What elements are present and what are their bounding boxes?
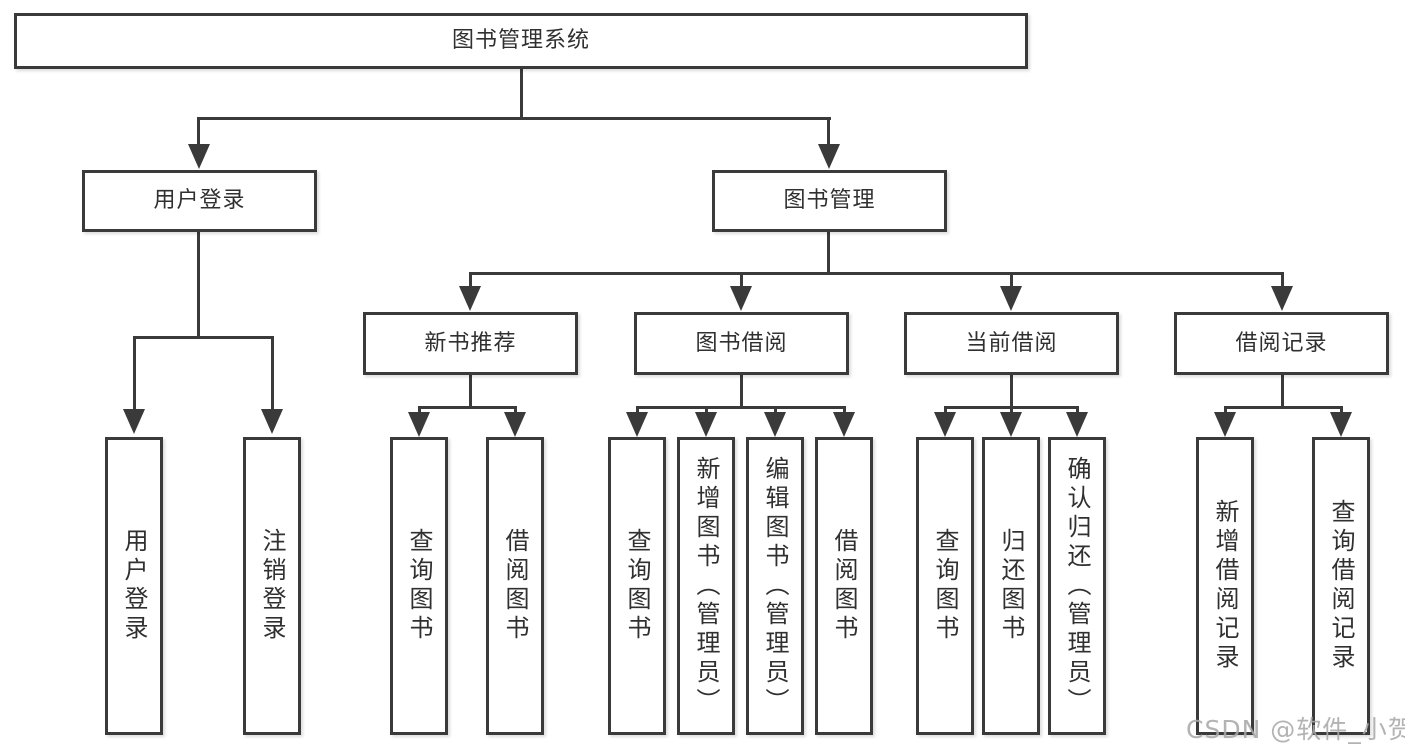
arrow-down-icon — [123, 409, 145, 434]
connector — [636, 406, 639, 416]
node-current-borrowing: 当前借阅 — [904, 312, 1119, 375]
arrow-down-icon — [1066, 412, 1088, 437]
node-user-login: 用户登录 — [82, 170, 317, 232]
leaf-confirm-return-admin-label: 确认归还（管理员） — [1063, 455, 1091, 717]
connector — [271, 336, 274, 412]
arrow-down-icon — [1271, 286, 1293, 311]
node-book-borrowing-label: 图书借阅 — [695, 330, 788, 356]
arrow-down-icon — [695, 412, 717, 437]
node-root: 图书管理系统 — [14, 13, 1028, 69]
node-user-login-label: 用户登录 — [153, 188, 246, 213]
connector — [1076, 406, 1079, 416]
leaf-edit-book-admin-label: 编辑图书（管理员） — [761, 455, 789, 717]
connector — [418, 406, 517, 409]
leaf-user-login-label: 用户登录 — [120, 528, 148, 644]
leaf-query-borrow-record: 查询借阅记录 — [1312, 437, 1370, 735]
leaf-return-books-label: 归还图书 — [997, 528, 1025, 644]
arrow-down-icon — [1330, 412, 1352, 437]
leaf-query-borrow-record-label: 查询借阅记录 — [1327, 499, 1355, 673]
node-new-book-recommend-label: 新书推荐 — [424, 330, 517, 356]
leaf-borrow-books-label: 借阅图书 — [830, 528, 858, 644]
connector — [1010, 374, 1013, 409]
leaf-confirm-return-admin: 确认归还（管理员） — [1048, 437, 1106, 735]
arrow-down-icon — [504, 412, 526, 437]
connector — [1281, 374, 1284, 409]
connector — [133, 336, 274, 339]
arrow-down-icon — [188, 144, 210, 169]
leaf-borrow-books: 借阅图书 — [815, 437, 873, 735]
node-borrowing-records-label: 借阅记录 — [1235, 330, 1328, 356]
leaf-add-book-admin: 新增图书（管理员） — [677, 437, 735, 735]
connector — [520, 69, 523, 120]
arrow-down-icon — [459, 286, 481, 311]
connector — [197, 117, 200, 147]
leaf-borrow-books-recommend: 借阅图书 — [486, 437, 544, 735]
leaf-query-books-current-label: 查询图书 — [931, 528, 959, 644]
connector — [469, 272, 472, 289]
node-borrowing-records: 借阅记录 — [1174, 312, 1389, 375]
arrow-down-icon — [934, 412, 956, 437]
connector — [636, 406, 846, 409]
leaf-query-books-borrowing-label: 查询图书 — [623, 528, 651, 644]
arrow-down-icon — [730, 286, 752, 311]
arrow-down-icon — [764, 412, 786, 437]
node-book-management: 图书管理 — [712, 170, 947, 232]
connector — [740, 374, 743, 409]
leaf-logout-label: 注销登录 — [258, 528, 286, 644]
connector — [1010, 406, 1013, 416]
leaf-user-login: 用户登录 — [105, 437, 163, 735]
connector — [944, 406, 947, 416]
connector — [843, 406, 846, 416]
connector — [1224, 406, 1227, 416]
csdn-watermark: CSDN @软件_小贺同学 — [1186, 715, 1405, 744]
connector — [133, 336, 136, 412]
connector — [1281, 272, 1284, 289]
leaf-return-books: 归还图书 — [982, 437, 1040, 735]
leaf-logout: 注销登录 — [243, 437, 301, 735]
connector — [1340, 406, 1343, 416]
connector — [197, 117, 831, 120]
connector — [705, 406, 708, 416]
connector — [1010, 272, 1013, 289]
arrow-down-icon — [1214, 412, 1236, 437]
leaf-query-books-borrowing: 查询图书 — [608, 437, 666, 735]
connector — [827, 117, 830, 147]
arrow-down-icon — [626, 412, 648, 437]
connector — [469, 272, 1283, 275]
connector — [197, 232, 200, 339]
connector — [469, 374, 472, 409]
arrow-down-icon — [1000, 286, 1022, 311]
arrow-down-icon — [833, 412, 855, 437]
node-current-borrowing-label: 当前借阅 — [965, 330, 1058, 356]
leaf-add-borrow-record: 新增借阅记录 — [1196, 437, 1254, 735]
connector — [827, 232, 830, 275]
leaf-query-books-current: 查询图书 — [916, 437, 974, 735]
connector — [514, 406, 517, 416]
arrow-down-icon — [1000, 412, 1022, 437]
connector — [1224, 406, 1343, 409]
connector — [774, 406, 777, 416]
arrow-down-icon — [818, 144, 840, 169]
leaf-edit-book-admin: 编辑图书（管理员） — [746, 437, 804, 735]
node-root-label: 图书管理系统 — [451, 28, 590, 53]
arrow-down-icon — [408, 412, 430, 437]
leaf-add-book-admin-label: 新增图书（管理员） — [692, 455, 720, 717]
arrow-down-icon — [261, 409, 283, 434]
leaf-query-books-recommend-label: 查询图书 — [405, 528, 433, 644]
connector — [740, 272, 743, 289]
leaf-add-borrow-record-label: 新增借阅记录 — [1211, 499, 1239, 673]
node-book-borrowing: 图书借阅 — [634, 312, 849, 375]
leaf-borrow-books-recommend-label: 借阅图书 — [501, 528, 529, 644]
leaf-query-books-recommend: 查询图书 — [390, 437, 448, 735]
node-new-book-recommend: 新书推荐 — [363, 312, 578, 375]
node-book-management-label: 图书管理 — [783, 188, 876, 213]
connector — [418, 406, 421, 416]
